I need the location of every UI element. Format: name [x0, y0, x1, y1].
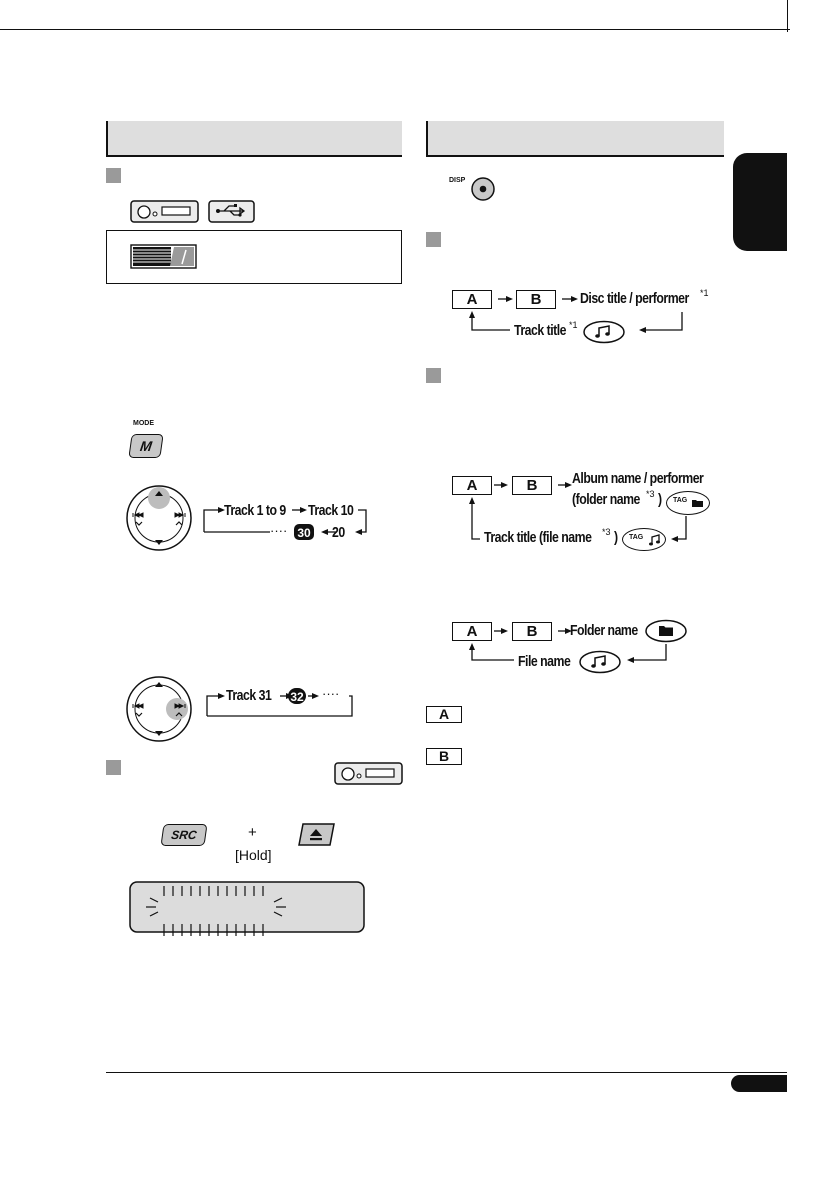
folder-icon: [645, 619, 687, 643]
track-flow-lines-1: [203, 507, 367, 535]
mode-button[interactable]: M: [128, 434, 164, 458]
folder-name-close: ): [658, 491, 662, 508]
disc-track-label: Track title: [514, 322, 567, 339]
flow1-back2-badge: 30: [294, 524, 314, 540]
left-section-header: [106, 121, 402, 157]
folder-label: Folder name: [570, 622, 638, 639]
plus-sign: +: [248, 824, 257, 841]
flow2-start: Track 31: [226, 687, 272, 704]
src-key-label: SRC: [170, 828, 198, 842]
usb-icon: [208, 200, 255, 223]
top-rule: [0, 29, 790, 30]
flow1-back1: 20: [332, 524, 345, 541]
blinking-display: [129, 881, 365, 936]
step-marker: [106, 760, 121, 775]
tag-track-close: ): [614, 529, 618, 546]
page-number-tab: [731, 1075, 787, 1092]
disp-button[interactable]: [470, 176, 496, 202]
album-label: Album name / performer: [572, 470, 704, 487]
disc-flow-lines: [469, 296, 683, 333]
flow1-next: Track 10: [308, 502, 354, 519]
tag-flow-lines: [469, 482, 687, 542]
display-level-icon: [130, 244, 197, 269]
bottom-rule: [106, 1072, 787, 1073]
mode-b-box: B: [516, 290, 556, 309]
control-dial-up[interactable]: [125, 484, 193, 552]
hold-label: [Hold]: [235, 847, 272, 863]
mode-b-box: B: [512, 622, 552, 641]
mode-label: MODE: [133, 420, 154, 427]
cd-unit-icon: [130, 200, 199, 223]
step-marker: [426, 368, 441, 383]
right-section-header: [426, 121, 724, 157]
mode-key-label: M: [139, 438, 153, 454]
mode-b-box: B: [512, 476, 552, 495]
mode-a-box: A: [452, 476, 492, 495]
display-info-box: [106, 230, 402, 284]
legend-b-box: B: [426, 748, 462, 765]
mode-a-box: A: [452, 622, 492, 641]
tag-track-sup: *3: [602, 527, 611, 537]
folder-name-label: (folder name: [572, 491, 640, 508]
disc-track-sup: *1: [569, 320, 578, 330]
flow2-dots: ····: [322, 686, 340, 701]
language-side-tab: [733, 153, 787, 251]
folder-name-sup: *3: [646, 489, 655, 499]
mode-a-box: A: [452, 290, 492, 309]
step-marker: [106, 168, 121, 183]
eject-button[interactable]: [298, 823, 336, 847]
track-flow-lines-2: [206, 693, 353, 717]
flow2-next-badge: 32: [288, 688, 306, 704]
step-marker: [426, 232, 441, 247]
tag-folder-icon: TAG: [666, 491, 710, 515]
legend-a-box: A: [426, 706, 462, 723]
cd-unit-icon: [334, 762, 403, 785]
tag-track-label: Track title (file name: [484, 529, 592, 546]
control-dial-right[interactable]: [125, 675, 193, 743]
disc-title-label: Disc title / performer: [580, 290, 689, 307]
tag-note-icon: TAG: [622, 528, 666, 551]
file-label: File name: [518, 653, 571, 670]
music-note-icon: [579, 650, 621, 674]
disc-title-sup: *1: [700, 288, 709, 298]
src-button[interactable]: SRC: [160, 824, 208, 846]
flow1-start: Track 1 to 9: [224, 502, 286, 519]
disp-label: DISP: [449, 177, 466, 184]
music-note-icon: [583, 320, 625, 344]
flow1-dots: ····: [270, 523, 288, 538]
corner-mark: [787, 0, 788, 32]
file-flow-lines: [469, 628, 667, 663]
